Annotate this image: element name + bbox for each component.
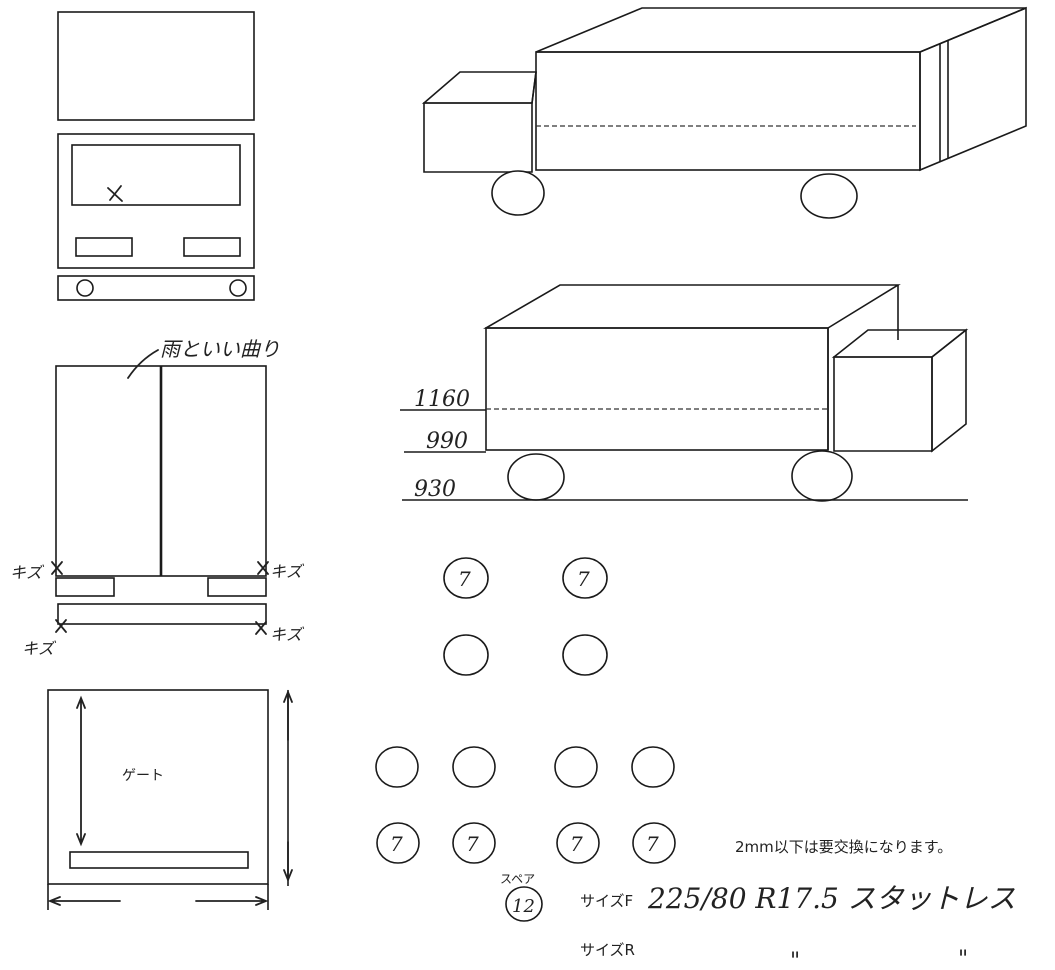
gate-label: ゲート	[122, 768, 164, 784]
cab-top	[421, 71, 537, 104]
width-arrow-left	[47, 896, 121, 906]
size-rear-ditto-1: "	[790, 949, 800, 970]
tire-row3-4	[631, 746, 675, 788]
front-wheel	[491, 170, 545, 216]
wheel-rear-2	[507, 453, 565, 501]
tailgate-frame	[47, 689, 269, 885]
width-arrow-right	[195, 896, 269, 906]
tread-front-left: 7	[458, 567, 471, 591]
scratch-note-top-left: キズ	[10, 563, 45, 582]
tire-mid-left	[443, 634, 489, 676]
height-label-1160: 1160	[414, 387, 470, 412]
box-side-2	[485, 327, 829, 451]
tire-rear-outer-left	[376, 822, 420, 864]
headlight-right	[183, 237, 241, 257]
tailgate-plate	[69, 851, 249, 869]
scratch-mark-top-left	[51, 561, 63, 575]
tread-rear-outer-right: 7	[646, 832, 659, 856]
tire-rear-inner-left	[452, 822, 496, 864]
gate-height-arrow	[76, 695, 86, 847]
rear-view: 雨といい曲り キズ キズ キズ キズ	[10, 337, 305, 658]
scratch-mark-bottom-right	[255, 621, 267, 635]
replacement-notice: 2mm以下は要交換になります。	[735, 838, 952, 856]
rear-bumper	[57, 603, 267, 625]
size-rear-ditto-2: "	[958, 947, 968, 970]
size-front-label: サイズF	[580, 892, 633, 910]
cab-side-2	[833, 356, 933, 452]
height-label-930: 930	[414, 477, 456, 502]
tread-front-right: 7	[577, 567, 590, 591]
windshield	[71, 144, 241, 206]
tire-rear-outer-right	[632, 822, 676, 864]
truck-view-left-side	[421, 6, 1027, 219]
wheel-front-2	[791, 450, 853, 502]
cab-top-panel	[57, 11, 255, 121]
tire-mid-right	[562, 634, 608, 676]
scratch-mark-bottom-left	[55, 619, 67, 633]
height-label-990: 990	[426, 429, 468, 454]
side-arrow-top	[283, 689, 293, 741]
size-rear-label: サイズR	[580, 941, 635, 959]
cab-front-2	[931, 328, 967, 453]
rear-wheel	[800, 173, 858, 219]
front-wheel-right	[229, 279, 247, 297]
scratch-mark-top-right	[257, 561, 269, 575]
tread-rear-inner-left: 7	[466, 832, 479, 856]
cab-edge	[531, 71, 537, 104]
spare-tread: 12	[512, 896, 535, 917]
tire-front-right	[562, 557, 608, 599]
side-arrow-bottom	[283, 841, 293, 883]
tire-row3-3	[554, 746, 598, 788]
scratch-note-bottom-left: キズ	[22, 639, 57, 658]
box-top	[535, 7, 1027, 53]
headlight-left	[75, 237, 133, 257]
tailgate-view: ゲート	[47, 689, 293, 910]
tread-rear-outer-left: 7	[390, 832, 403, 856]
tire-rear-inner-right	[556, 822, 600, 864]
box-side	[535, 51, 921, 171]
damage-mark	[107, 185, 123, 202]
box-rear-face	[919, 6, 1027, 172]
front-bumper	[57, 275, 255, 301]
front-view	[57, 11, 255, 301]
cab-front	[423, 102, 533, 173]
front-wheel-left	[76, 279, 94, 297]
tread-rear-inner-right: 7	[570, 832, 583, 856]
spare-label: スペア	[500, 872, 535, 886]
scratch-note-top-right: キズ	[270, 562, 305, 581]
tail-light-left	[55, 577, 115, 597]
rain-gutter-note: 雨といい曲り	[160, 337, 280, 361]
box-top-2	[483, 284, 901, 329]
front-face	[57, 133, 255, 269]
size-front-value: 225/80 R17.5 スタットレス	[647, 882, 1016, 915]
truck-view-right-side: 1160 990 930	[400, 284, 969, 502]
tire-row3-1	[375, 746, 419, 788]
annotation-leader	[127, 349, 159, 379]
scratch-note-bottom-right: キズ	[270, 625, 305, 644]
tail-light-right	[207, 577, 267, 597]
tire-front-left	[443, 557, 489, 599]
tire-row3-2	[452, 746, 496, 788]
tire-sizes: サイズF 225/80 R17.5 スタットレス サイズR " "	[580, 882, 1016, 970]
cab-top-2	[831, 329, 969, 358]
tire-spare	[505, 886, 543, 922]
tire-diagram: 7 7 7 7 7 7 2mm以下は要交換になります。 スペア 12	[375, 557, 952, 922]
